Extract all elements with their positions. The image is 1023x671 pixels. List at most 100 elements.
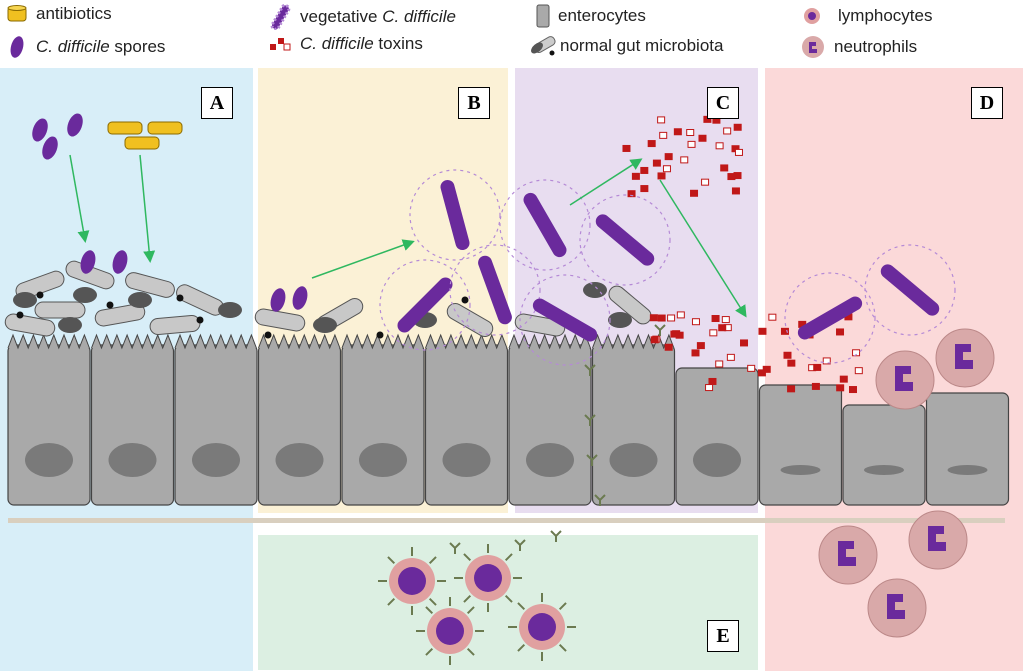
neutrophil-nucleus (838, 541, 856, 566)
toxin (723, 127, 732, 135)
enterocyte (7, 344, 91, 506)
free-antibody (584, 364, 596, 376)
neutrophil-icon (802, 36, 824, 58)
spore (270, 288, 286, 312)
commensal-oval (128, 292, 152, 308)
nucleus (780, 465, 821, 475)
panel-e-background (258, 535, 758, 670)
antibody (466, 606, 475, 615)
neutrophil (908, 510, 968, 570)
spore (67, 113, 83, 137)
legend-label: antibiotics (36, 4, 112, 23)
enterocyte (90, 344, 175, 506)
commensal-oval (58, 317, 82, 333)
toxin (691, 349, 700, 357)
commensal-coccus (36, 291, 44, 299)
toxin (675, 331, 684, 339)
nucleus (25, 443, 73, 477)
neutrophil (875, 350, 935, 410)
legend-neutrophils: neutrophils (800, 34, 917, 60)
toxin (720, 164, 729, 172)
antibody (387, 556, 396, 565)
vegetative-bacterium (595, 214, 655, 266)
free-antibody (550, 530, 562, 542)
toxin (731, 187, 740, 195)
free-antibody (586, 454, 598, 466)
flagella (499, 179, 591, 271)
toxin (811, 382, 820, 390)
toxin (783, 351, 792, 359)
free-antibody (654, 324, 666, 336)
commensal-oval (583, 282, 607, 298)
toxin (758, 327, 767, 335)
enterocyte-icon (536, 4, 550, 28)
neutrophil (935, 328, 995, 388)
toxin (747, 364, 756, 372)
commensal-coccus (196, 316, 204, 324)
enterocyte (257, 344, 342, 506)
commensal-coccus (461, 296, 469, 304)
commensal-rod (608, 285, 652, 325)
antibody (504, 553, 513, 562)
free-antibody (514, 539, 526, 551)
nucleus (359, 443, 407, 477)
toxin (757, 369, 766, 377)
legend-label: enterocytes (558, 6, 646, 25)
toxin (647, 140, 656, 148)
toxin (698, 134, 707, 142)
flagella (784, 272, 876, 364)
antibody (558, 602, 567, 611)
legend-vegetative: vegetative C. difficile (268, 4, 456, 30)
toxin (715, 360, 724, 368)
nucleus (275, 443, 324, 477)
antibiotic (147, 121, 183, 135)
free-antibody (594, 494, 606, 506)
legend-label: normal gut microbiota (560, 36, 724, 55)
enterocyte (675, 367, 759, 506)
neutrophil-nucleus (955, 344, 973, 369)
toxin (687, 140, 696, 148)
toxin (787, 385, 796, 393)
neutrophil-nucleus (928, 526, 946, 551)
antibiotic (124, 136, 160, 150)
commensal-coccus (16, 311, 24, 319)
toxin (726, 353, 735, 361)
toxin (854, 367, 863, 375)
toxin (696, 342, 705, 350)
toxin (727, 173, 736, 181)
microvilli (91, 333, 174, 350)
antibiotic (107, 121, 143, 135)
commensal-oval (313, 317, 337, 333)
commensal-coccus (264, 331, 272, 339)
spore (80, 250, 96, 274)
lymphocyte-nucleus (398, 567, 426, 595)
toxin (664, 153, 673, 161)
spore (112, 250, 128, 274)
neutrophil (818, 525, 878, 585)
toxin (627, 190, 636, 198)
toxin (836, 384, 845, 392)
enterocyte (424, 344, 509, 506)
toxin (690, 189, 699, 197)
antibody (558, 643, 567, 652)
legend-spores: C. difficile spores (6, 34, 165, 60)
toxin (721, 316, 730, 324)
nucleus (108, 443, 157, 477)
toxin (852, 349, 861, 357)
microvilli (508, 333, 591, 350)
toxin (836, 328, 845, 336)
enterocyte (508, 344, 592, 506)
toxin (673, 128, 682, 136)
toxin (849, 386, 858, 394)
nucleus (609, 443, 658, 477)
spore-icon (10, 36, 24, 58)
commensal-oval (13, 292, 37, 308)
nucleus (192, 443, 240, 477)
vegetative-bacterium (440, 179, 470, 251)
toxin (686, 129, 695, 137)
legend-toxins: C. difficile toxins (268, 34, 423, 54)
antibiotic-icon (7, 5, 27, 22)
enterocyte (174, 344, 258, 506)
toxin (787, 359, 796, 367)
nucleus (947, 465, 988, 475)
